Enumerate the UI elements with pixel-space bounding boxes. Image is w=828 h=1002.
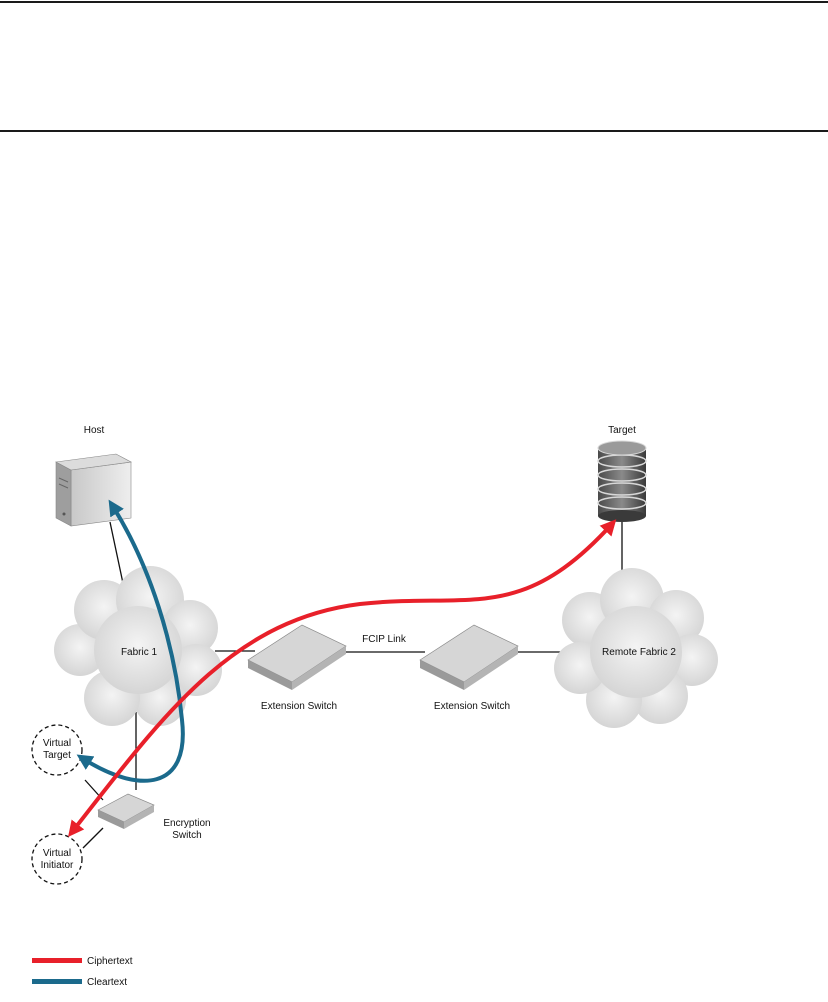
encryption-switch-icon xyxy=(97,793,155,829)
database-icon xyxy=(597,440,647,522)
legend: Ciphertext Cleartext xyxy=(32,956,133,988)
top-rule xyxy=(0,1,828,3)
fabric1-cloud-icon xyxy=(54,566,222,726)
virtual-initiator-icon xyxy=(31,833,83,885)
remote-fabric-label: Remote Fabric 2 xyxy=(602,647,676,658)
ciphertext-path xyxy=(68,519,617,838)
virtual-initiator-label-line2: Initiator xyxy=(41,860,74,871)
legend-ciphertext-swatch xyxy=(32,958,82,963)
bottom-rule xyxy=(0,130,828,132)
ext-switch-right-label: Extension Switch xyxy=(434,701,510,712)
virtual-target-label-line1: Virtual xyxy=(43,738,71,749)
target-label: Target xyxy=(608,425,636,436)
virtual-target-label-line2: Target xyxy=(43,750,71,761)
legend-ciphertext-label: Ciphertext xyxy=(87,956,133,967)
vi-encryption-link xyxy=(82,827,104,849)
virtual-initiator-label-line1: Virtual xyxy=(43,848,71,859)
ext-switch-left-label: Extension Switch xyxy=(261,701,337,712)
legend-cleartext-label: Cleartext xyxy=(87,977,127,988)
fcip-link-label: FCIP Link xyxy=(362,634,407,645)
encryption-switch-label-line1: Encryption xyxy=(163,818,210,829)
extension-switch-right-icon xyxy=(419,624,519,690)
encryption-switch-label-line2: Switch xyxy=(172,830,201,841)
fabric1-label: Fabric 1 xyxy=(121,647,158,658)
host-label: Host xyxy=(84,425,105,436)
legend-cleartext-swatch xyxy=(32,979,82,984)
host-fabric-link xyxy=(109,521,125,589)
